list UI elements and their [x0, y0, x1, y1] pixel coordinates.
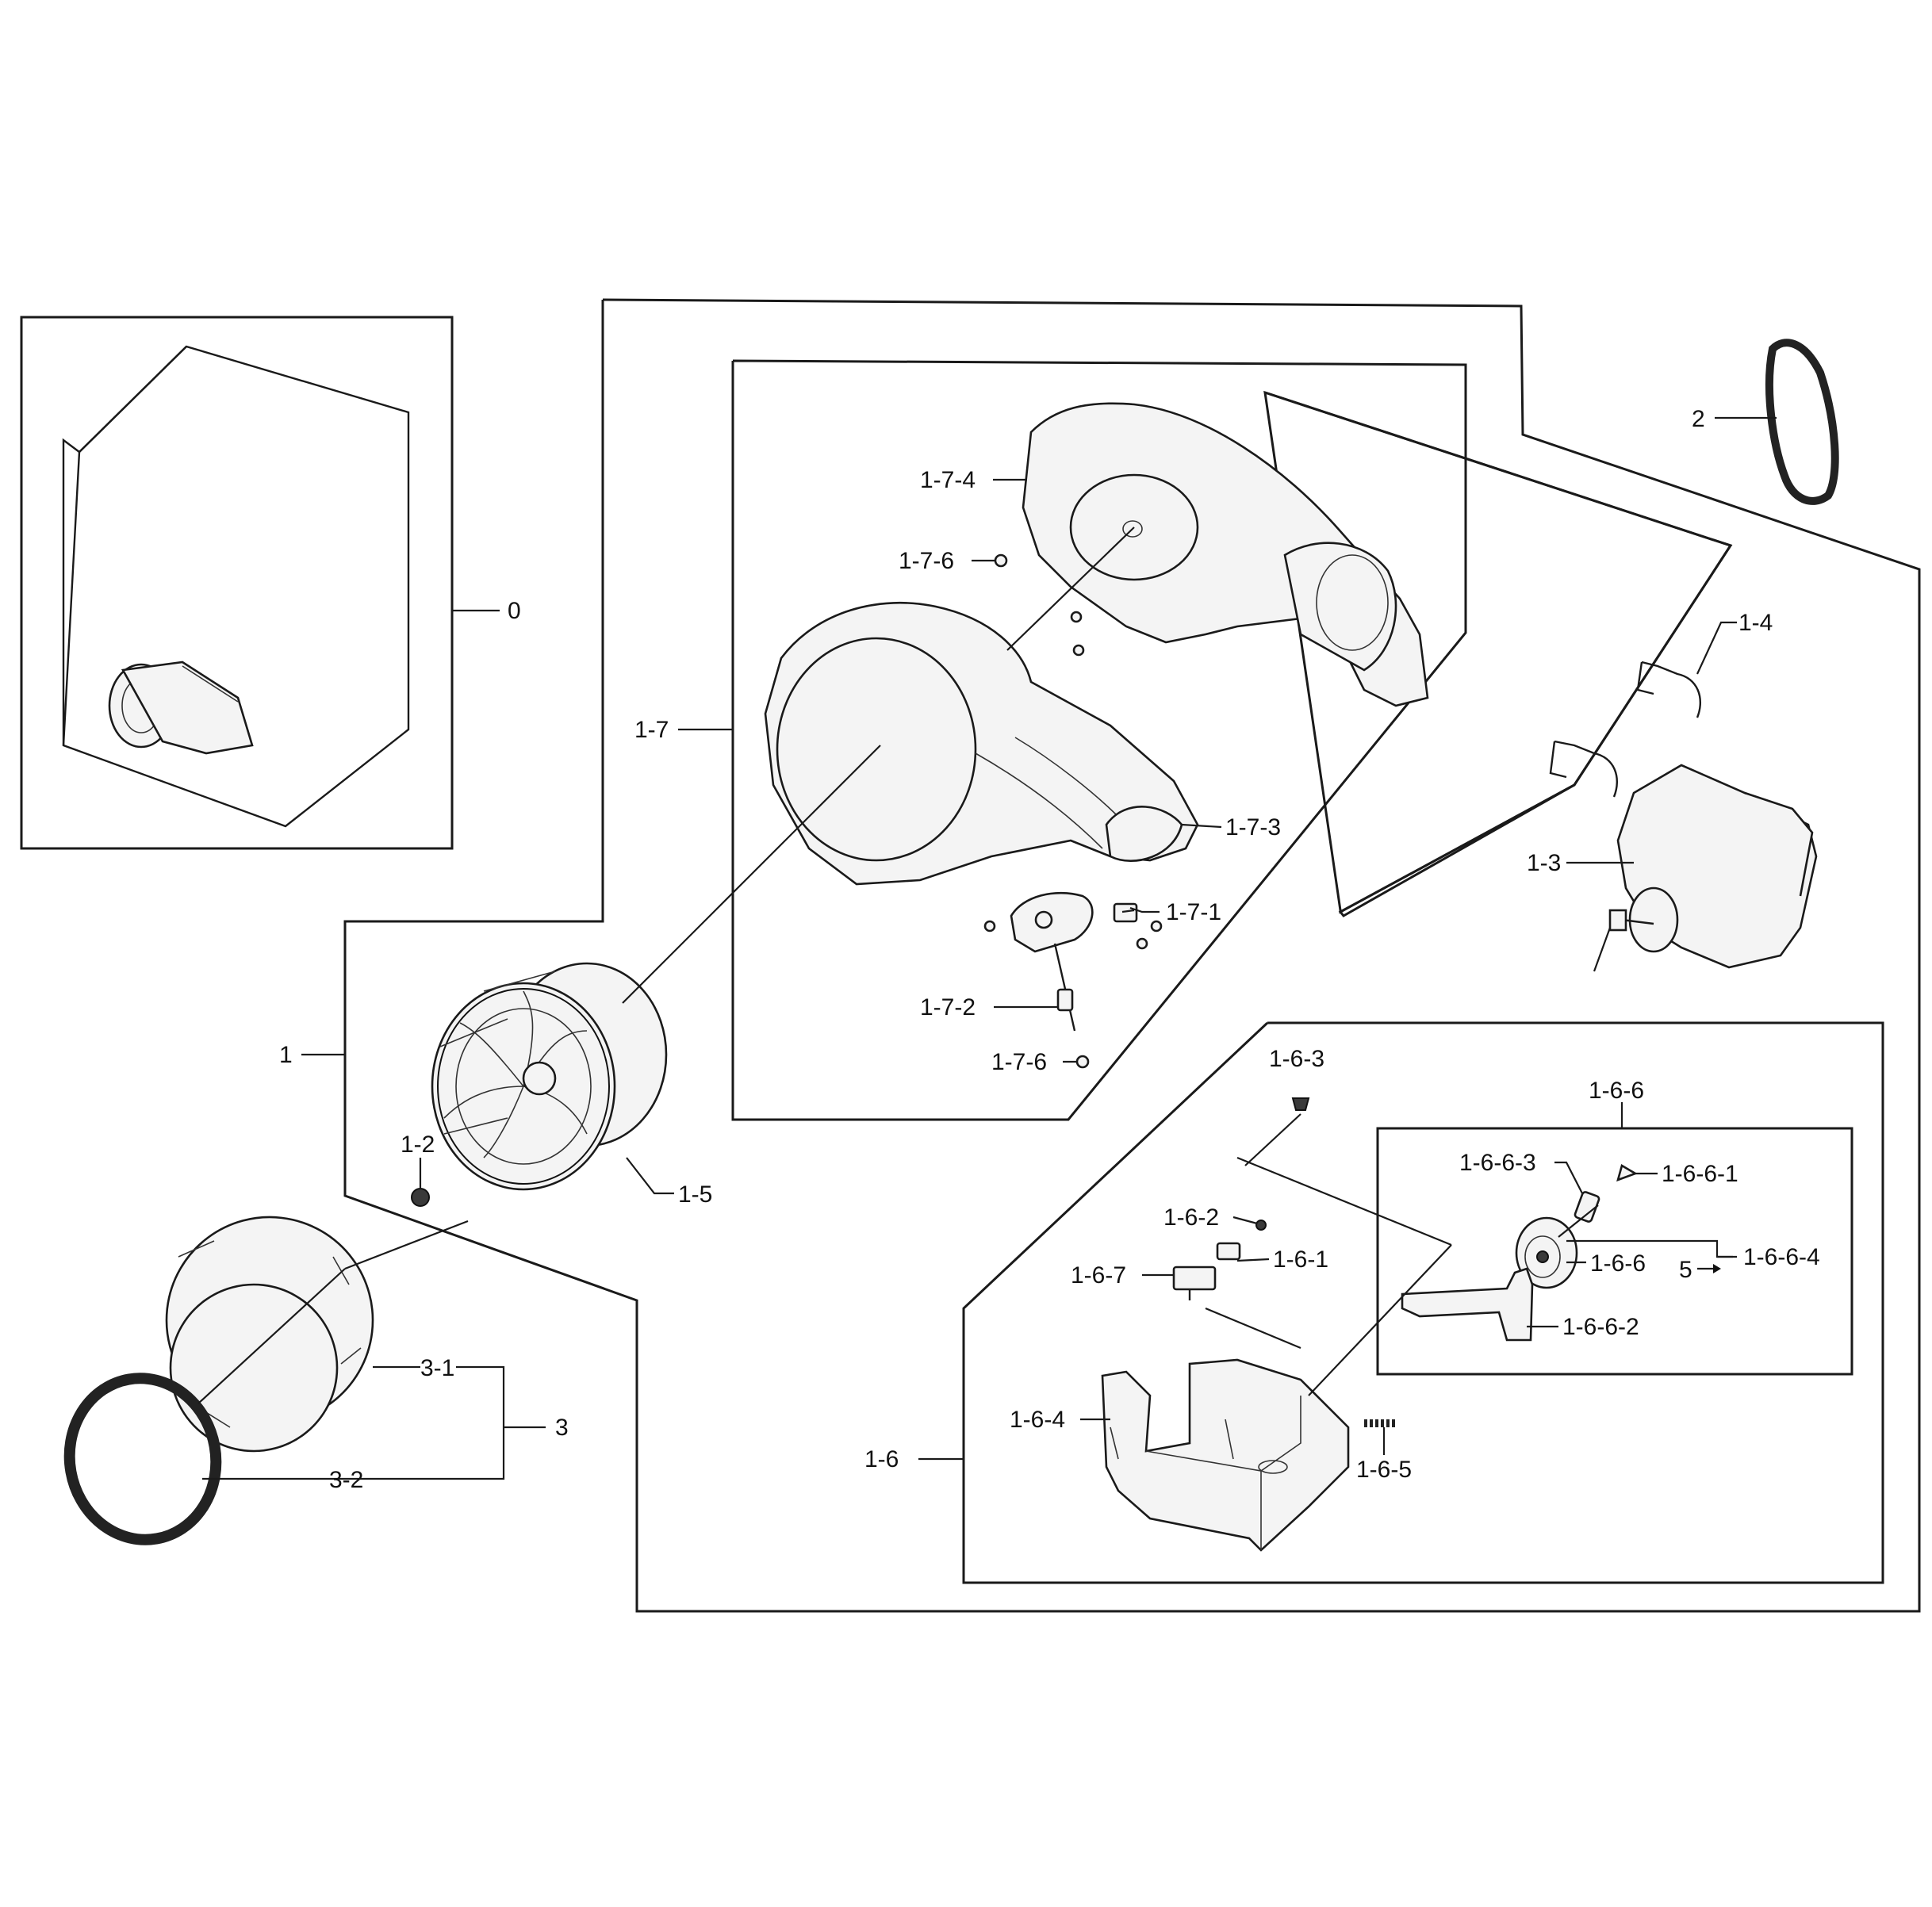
- callout-1-7-2: 1-7-2: [920, 994, 1058, 1021]
- label-1-6-2: 1-6-2: [1163, 1204, 1219, 1231]
- label-3: 3: [555, 1415, 569, 1441]
- blower-assembly-1-frame: [343, 298, 1921, 1613]
- assembly-0-frame: [20, 316, 454, 850]
- label-1: 1: [279, 1042, 293, 1068]
- motor-clamps-1-4: [1549, 661, 1701, 798]
- label-1-6-5: 1-6-5: [1356, 1457, 1412, 1483]
- fan-housing-cover-1-7-4: [1022, 402, 1429, 707]
- callout-1-6-1: 1-6-1: [1236, 1246, 1328, 1273]
- callout-1-6-6-4: 1-6-6-4: [1566, 1239, 1820, 1270]
- callout-1: 1: [279, 1042, 345, 1068]
- idler-pulley-1-6-6-frame: [1376, 1127, 1853, 1376]
- label-0: 0: [508, 598, 521, 624]
- duct-seal-3-2: [63, 1373, 222, 1545]
- callout-1-6: 1-6: [864, 1446, 964, 1472]
- label-1-6-1: 1-6-1: [1273, 1246, 1328, 1273]
- idler-arm-1-6-6-2: [1401, 1267, 1534, 1342]
- label-1-6-6-2: 1-6-6-2: [1562, 1314, 1639, 1340]
- label-1-2: 1-2: [401, 1132, 435, 1158]
- nut-1-2: [411, 1188, 430, 1207]
- blower-assembly-thumbnail: [108, 661, 254, 755]
- label-3-2: 3-2: [329, 1467, 363, 1493]
- drive-motor-1-3: [1608, 764, 1818, 969]
- fan-housing-rear-1-7: [764, 601, 1199, 886]
- fan-housing-1-7-frame: [731, 359, 1467, 1121]
- label-1-6-6-box: 1-6-6: [1589, 1078, 1644, 1104]
- callout-1-7-1: 1-7-1: [1121, 899, 1221, 925]
- screws-1-7-6: [983, 553, 1163, 1069]
- callout-1-6-6-3: 1-6-6-3: [1459, 1150, 1583, 1194]
- duct-assembly-3-1: [165, 1216, 374, 1453]
- callout-1-6-5: 1-6-5: [1356, 1427, 1412, 1483]
- label-5: 5: [1679, 1257, 1692, 1283]
- callout-3-2: 3-2: [329, 1467, 363, 1493]
- label-1-6-4: 1-6-4: [1010, 1407, 1065, 1433]
- callout-1-6-3: 1-6-3: [1269, 1046, 1324, 1072]
- callout-1-6-4: 1-6-4: [1010, 1407, 1110, 1433]
- label-1-7-6-top: 1-7-6: [899, 548, 954, 574]
- label-1-6-6-4: 1-6-6-4: [1743, 1244, 1820, 1270]
- label-1-7-2: 1-7-2: [920, 994, 976, 1021]
- label-1-6-6-3: 1-6-6-3: [1459, 1150, 1536, 1176]
- label-1-4: 1-4: [1738, 610, 1773, 636]
- callout-1-7-6-bottom: 1-7-6: [991, 1049, 1077, 1075]
- label-1-6-7: 1-6-7: [1071, 1262, 1126, 1289]
- callout-3: 3: [202, 1365, 569, 1480]
- label-1-7: 1-7: [634, 717, 669, 743]
- label-2: 2: [1692, 406, 1705, 432]
- callout-1-2: 1-2: [401, 1132, 435, 1188]
- callout-1-5: 1-5: [626, 1157, 712, 1208]
- callout-1-6-2: 1-6-2: [1163, 1204, 1258, 1231]
- switch-1-6-7: [1172, 1266, 1217, 1300]
- callout-1-4: 1-4: [1696, 610, 1773, 675]
- screw-1-6-3: [1291, 1097, 1310, 1111]
- callout-1-7-4: 1-7-4: [920, 467, 1027, 493]
- callout-1-7-6-top: 1-7-6: [899, 548, 995, 574]
- idler-bracket-1-6-frame: [962, 1021, 1884, 1584]
- label-3-1: 3-1: [420, 1355, 454, 1381]
- idler-shaft-1-6-6-3: [1574, 1191, 1600, 1223]
- dryer-cabinet-outline: [62, 345, 410, 828]
- label-1-6-6-1: 1-6-6-1: [1662, 1161, 1738, 1187]
- label-1-7-3: 1-7-3: [1225, 814, 1281, 841]
- label-1-6-6: 1-6-6: [1590, 1250, 1646, 1277]
- retainer-clip-1-6-6-1: [1616, 1164, 1639, 1182]
- callout-1-7: 1-7: [634, 717, 733, 743]
- callout-1-7-3: 1-7-3: [1181, 814, 1281, 841]
- drive-belt-2: [1765, 339, 1839, 505]
- label-1-7-6-bottom: 1-7-6: [991, 1049, 1047, 1075]
- callout-1-6-6: 1-6-6: [1566, 1250, 1646, 1277]
- callout-1-6-7: 1-6-7: [1071, 1262, 1174, 1289]
- label-1-7-4: 1-7-4: [920, 467, 976, 493]
- label-1-6-3: 1-6-3: [1269, 1046, 1324, 1072]
- callout-2: 2: [1692, 406, 1777, 432]
- label-1-6: 1-6: [864, 1446, 899, 1472]
- thermistor-1-7-2: [1053, 943, 1076, 1032]
- label-1-5: 1-5: [678, 1181, 712, 1208]
- callout-1-6-6-1: 1-6-6-1: [1635, 1161, 1738, 1187]
- blower-wheel-1-5: [431, 962, 668, 1191]
- label-1-7-1: 1-7-1: [1166, 899, 1221, 925]
- callout-1-3: 1-3: [1527, 850, 1634, 876]
- thermostat-bracket-1-7-1: [1010, 891, 1138, 953]
- callout-0: 0: [452, 598, 521, 624]
- callout-1-6-6-box: 1-6-6: [1589, 1078, 1644, 1128]
- motor-mount-bracket-1-6-4: [1101, 1358, 1350, 1552]
- callout-3-1: 3-1: [420, 1355, 454, 1381]
- motor-1-3-inset-frame: [1263, 390, 1733, 917]
- label-1-3: 1-3: [1527, 850, 1561, 876]
- idler-pivot-1-6-1: [1216, 1220, 1267, 1261]
- callout-1-6-6-2: 1-6-6-2: [1527, 1314, 1639, 1340]
- callout-5: 5: [1679, 1257, 1721, 1283]
- explode-guide-lines: [197, 527, 1612, 1404]
